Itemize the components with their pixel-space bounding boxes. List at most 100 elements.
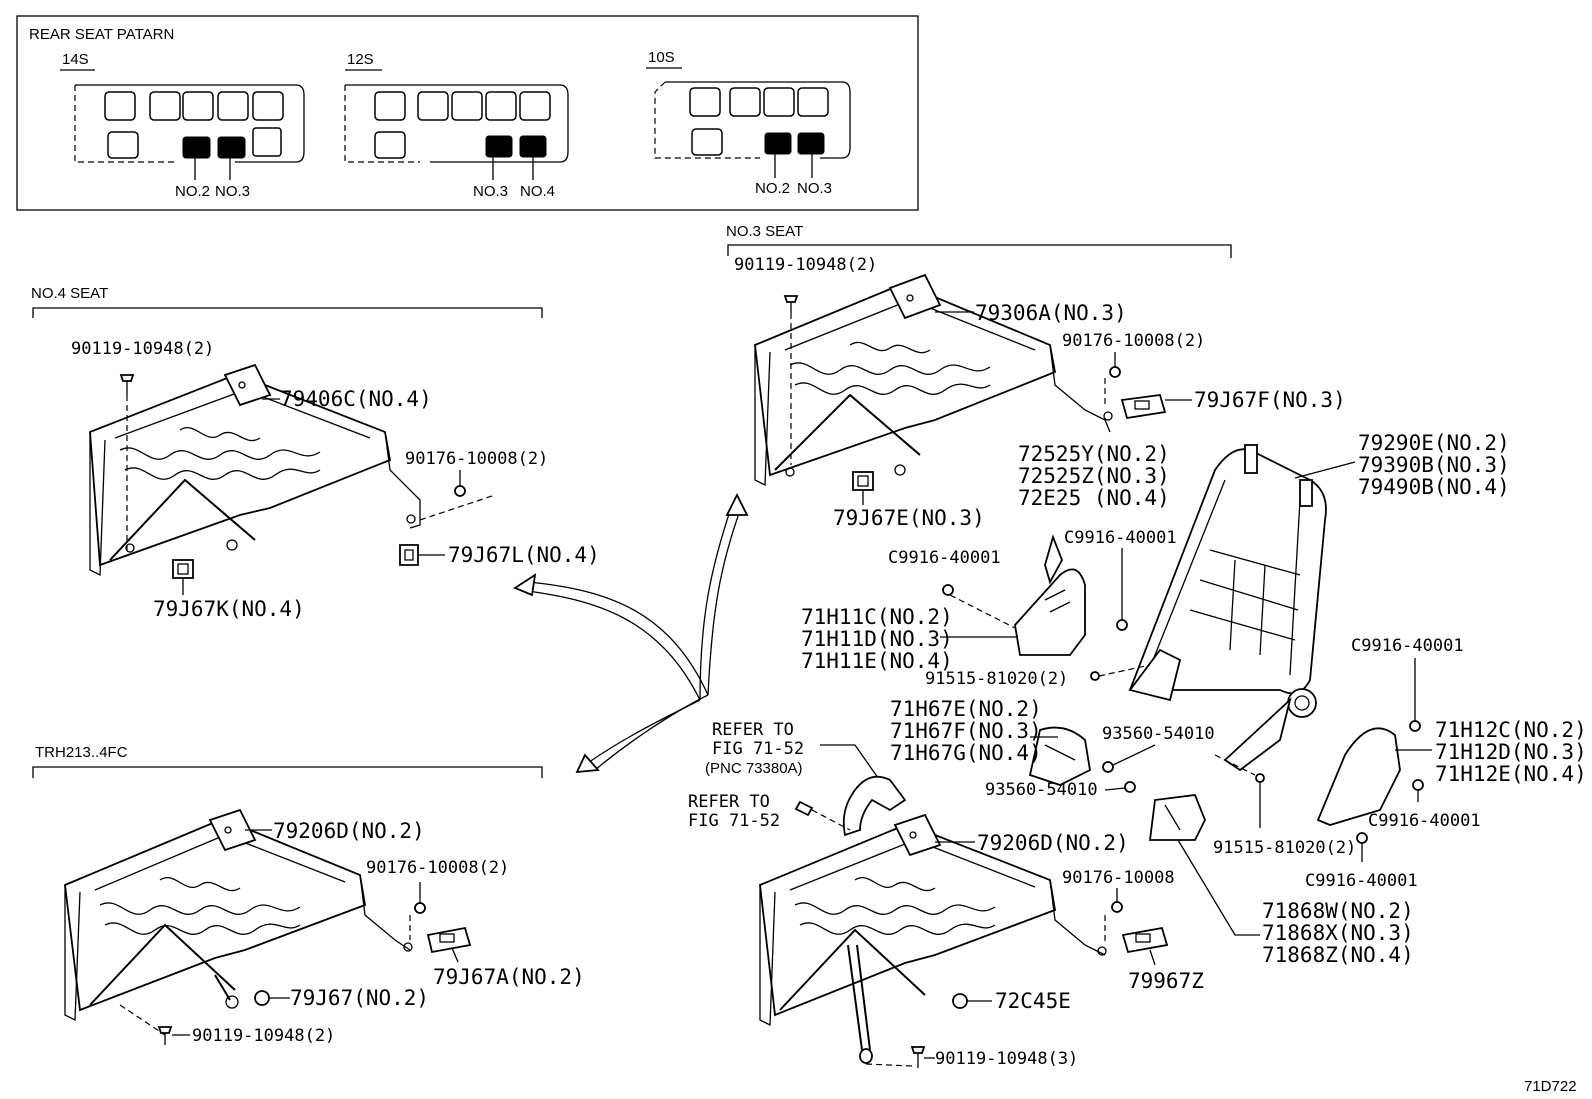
part-label: 79J67(NO.2) xyxy=(290,986,429,1010)
seat-icon xyxy=(451,91,483,121)
reference-text: REFER TO xyxy=(688,792,770,812)
seat-icon xyxy=(182,91,214,121)
section-title-trh213: TRH213..4FC xyxy=(35,744,128,761)
part-label: 79J67K(NO.4) xyxy=(153,597,305,621)
part-label: 71H11D(NO.3) xyxy=(801,627,953,651)
part-label: 71868W(NO.2) xyxy=(1262,899,1414,923)
part-label: 90119-10948(3) xyxy=(935,1049,1078,1069)
legend-frame xyxy=(16,15,919,211)
part-label: 72E25 (NO.4) xyxy=(1018,486,1170,510)
seat-icon xyxy=(217,91,249,121)
seat-icon xyxy=(374,91,406,121)
seat-label: NO.3 xyxy=(473,183,508,200)
screw-c9916-b: C9916-40001 xyxy=(1064,528,1177,631)
part-label: 71H11E(NO.4) xyxy=(801,649,953,673)
seat-icon xyxy=(104,91,136,121)
no3-clip-f: 79J67F(NO.3) xyxy=(1120,388,1346,420)
bolt-91515-b: 91515-81020(2) xyxy=(1213,754,1356,858)
part-label: 71H12D(NO.3) xyxy=(1435,740,1587,764)
part-label: 79406C(NO.4) xyxy=(280,387,432,411)
part-label: 71H12C(NO.2) xyxy=(1435,718,1587,742)
reference-text: (PNC 73380A) xyxy=(705,760,803,777)
nut-icon xyxy=(1109,366,1121,378)
part-label: 71H12E(NO.4) xyxy=(1435,762,1587,786)
seat-icon xyxy=(689,87,721,117)
part-label: C9916-40001 xyxy=(888,548,1001,568)
screw-icon xyxy=(1116,619,1128,631)
part-label: C9916-40001 xyxy=(1305,871,1418,891)
trh-bolt: 90119-10948(2) xyxy=(119,1004,335,1046)
seat-icon xyxy=(519,91,551,121)
seat-icon xyxy=(252,91,284,121)
seat-icon xyxy=(149,91,181,121)
part-label: 90176-10008(2) xyxy=(405,449,548,469)
part-label: 93560-54010 xyxy=(1102,724,1215,744)
part-label: 90176-10008(2) xyxy=(366,858,509,878)
assembly-arrows xyxy=(513,492,749,774)
clip-icon xyxy=(1124,781,1136,793)
no4-nut: 90176-10008(2) xyxy=(405,449,548,521)
seat-icon xyxy=(729,87,761,117)
highlighted-seat-no3 xyxy=(485,135,513,158)
cover-71h12: 71H12C(NO.2) 71H12D(NO.3) 71H12E(NO.4) xyxy=(1316,718,1587,826)
part-label: 72C45E xyxy=(995,989,1071,1013)
cover-71h11: 71H11C(NO.2) 71H11D(NO.3) 71H11E(NO.4) xyxy=(801,568,1086,673)
screw-icon xyxy=(942,584,954,596)
seat-label: NO.2 xyxy=(755,180,790,197)
cover-71868: 71868W(NO.2) 71868X(NO.3) 71868Z(NO.4) xyxy=(1148,794,1414,967)
no3-clip-e: 79J67E(NO.3) xyxy=(833,471,985,530)
part-label: C9916-40001 xyxy=(1064,528,1177,548)
highlighted-seat-no3 xyxy=(797,132,825,155)
screw-icon xyxy=(1409,720,1421,732)
legend-variant-14s: 14S NO.2 NO.3 xyxy=(60,51,305,200)
bottom-bolt: 90119-10948(3) xyxy=(865,1046,1078,1069)
no4-clip-k: 79J67K(NO.4) xyxy=(153,559,305,621)
screw-icon xyxy=(1412,779,1424,791)
bottom-clip-79967z: 79967Z xyxy=(1121,926,1204,993)
screw-icon xyxy=(1356,832,1368,844)
trh-clip: 79J67(NO.2) xyxy=(254,986,429,1010)
arrow-head-icon xyxy=(575,753,600,774)
part-label: 72525Y(NO.2) xyxy=(1018,442,1170,466)
no4-bolt: 90119-10948(2) xyxy=(71,339,214,555)
no4-seat-frame-drawing xyxy=(89,363,421,577)
no3-nut: 90176-10008(2) xyxy=(1062,331,1205,405)
reference-fig-71-52-bolt: REFER TO FIG 71-52 xyxy=(688,792,851,831)
legend-variant-12s: 12S NO.3 NO.4 xyxy=(344,51,569,200)
figure-id: 71D722 xyxy=(1524,1078,1577,1095)
part-label: 79J67F(NO.3) xyxy=(1194,388,1346,412)
part-label: 91515-81020(2) xyxy=(925,669,1068,689)
part-label: 79J67E(NO.3) xyxy=(833,506,985,530)
bolt-icon xyxy=(1255,773,1265,783)
section-title-no3-seat: NO.3 SEAT xyxy=(726,223,803,240)
highlighted-seat-no4 xyxy=(519,135,547,158)
highlighted-seat-no2 xyxy=(182,136,211,159)
seat-icon xyxy=(252,127,282,157)
bolt-icon xyxy=(1090,671,1100,681)
seat-icon xyxy=(691,128,723,156)
part-label: 71868Z(NO.4) xyxy=(1262,943,1414,967)
seat-icon xyxy=(374,131,406,159)
arrow-head-icon xyxy=(513,573,537,597)
part-label: 79967Z xyxy=(1128,969,1204,993)
legend-title: REAR SEAT PATARN xyxy=(29,26,174,43)
reference-text: FIG 71-52 xyxy=(688,811,780,831)
screw-c9916-d: C9916-40001 xyxy=(1368,779,1481,831)
section-title-no4-seat: NO.4 SEAT xyxy=(31,285,108,302)
no3-bolt: 90119-10948(2) xyxy=(734,255,877,465)
part-label: 90119-10948(2) xyxy=(192,1026,335,1046)
nut-icon xyxy=(414,902,426,914)
part-label: 93560-54010 xyxy=(985,780,1098,800)
part-label: 90176-10008 xyxy=(1062,868,1175,888)
reference-text: REFER TO xyxy=(712,720,794,740)
part-label: 71H67E(NO.2) xyxy=(890,697,1042,721)
part-label: 72525Z(NO.3) xyxy=(1018,464,1170,488)
seat-label: NO.3 xyxy=(215,183,250,200)
cover-72525: 72525Y(NO.2) 72525Z(NO.3) 72E25 (NO.4) xyxy=(1018,442,1170,585)
no4-clip-l: 79J67L(NO.4) xyxy=(399,543,600,567)
part-label: 79206D(NO.2) xyxy=(273,819,425,843)
clip-93560-a: 93560-54010 xyxy=(1102,724,1215,773)
part-label: 90119-10948(2) xyxy=(71,339,214,359)
reference-fig-71-52-belt: REFER TO FIG 71-52 (PNC 73380A) xyxy=(705,720,907,837)
arrow-head-icon xyxy=(725,492,749,516)
